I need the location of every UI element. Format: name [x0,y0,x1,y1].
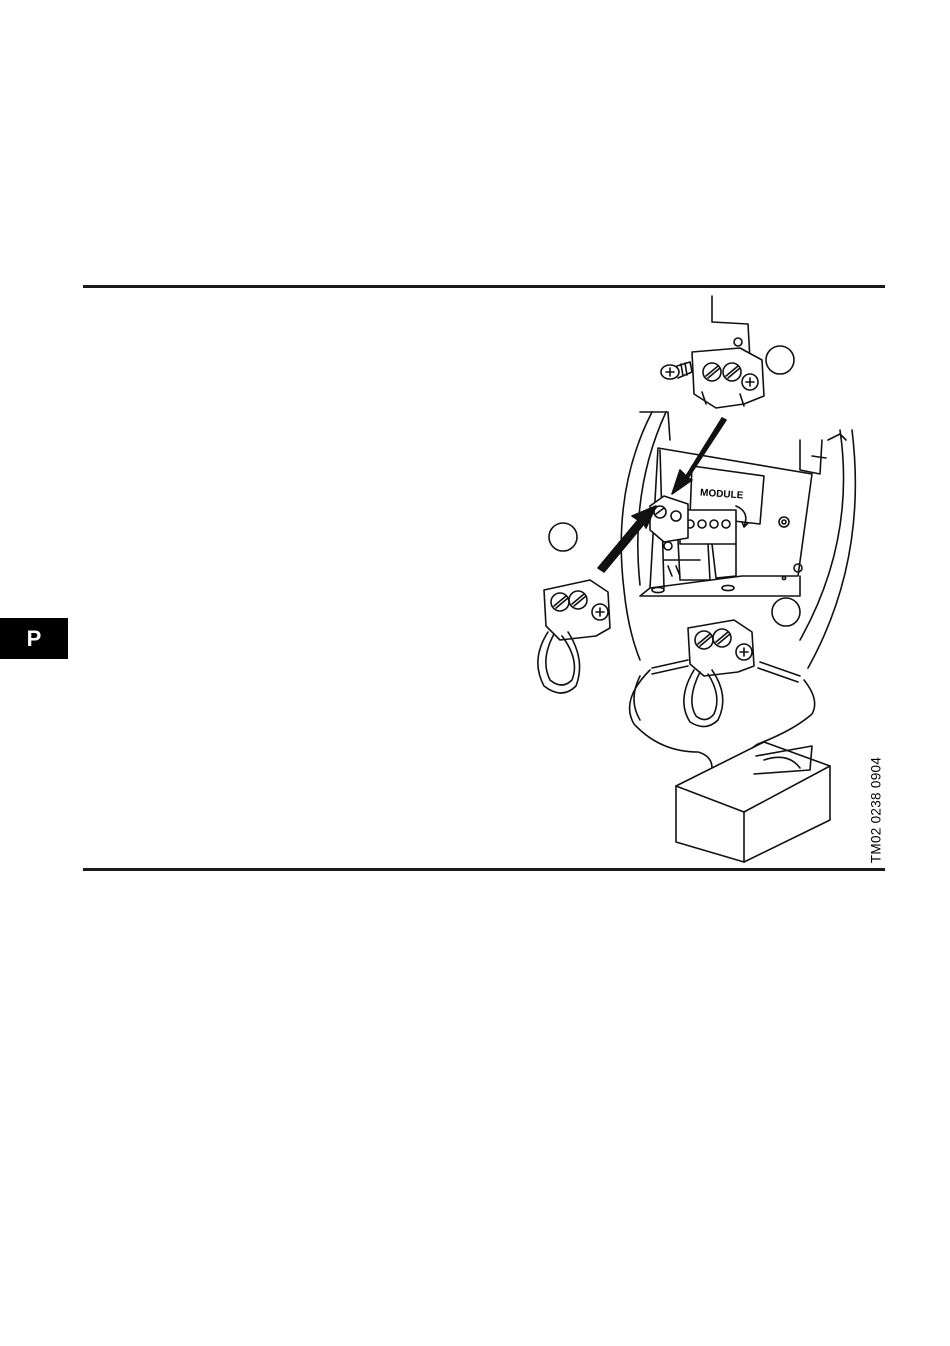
screw-icon [661,362,692,379]
terminal-block-top [692,348,764,408]
battery-icon [676,742,830,862]
terminal-block-bottom [684,620,754,727]
figure-code: TM02 0238 0904 [869,757,884,863]
terminal-block-icon [650,496,688,542]
loop-connector-icon [538,580,610,693]
